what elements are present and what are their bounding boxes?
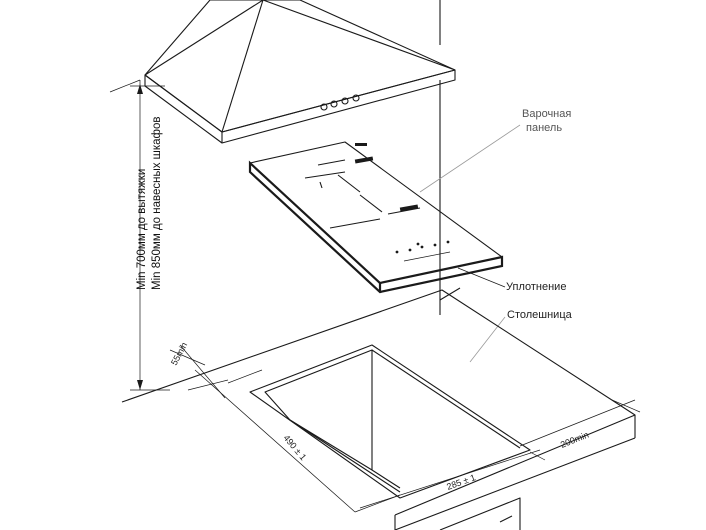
height-dimension — [109, 79, 170, 391]
countertop — [121, 289, 636, 530]
cabinet-min-distance-label: Min 850мм до навесных шкафов — [151, 116, 163, 290]
brand-logo-mark — [355, 143, 367, 146]
side-min-dimension: 200min — [559, 430, 590, 450]
cooking-zone-marks — [304, 156, 421, 229]
depth-dimension: 490 ± 1 — [281, 433, 308, 462]
hob-panel-label-line2: панель — [526, 122, 562, 134]
wall-lines — [439, 0, 461, 315]
hob-panel — [248, 141, 504, 294]
hood-min-distance-label: Min 700мм до вытяжки — [136, 169, 148, 290]
cutout-opening — [249, 344, 531, 499]
touch-controls — [395, 240, 451, 262]
seal-label: Уплотнение — [506, 281, 566, 293]
front-min-dimension: 55min — [169, 341, 189, 367]
hood-control-knobs — [320, 94, 360, 111]
hob-panel-label-line1: Варочная — [522, 108, 571, 120]
countertop-label: Столешница — [507, 309, 573, 321]
dimension-lines — [169, 344, 641, 513]
range-hood — [144, 0, 456, 144]
